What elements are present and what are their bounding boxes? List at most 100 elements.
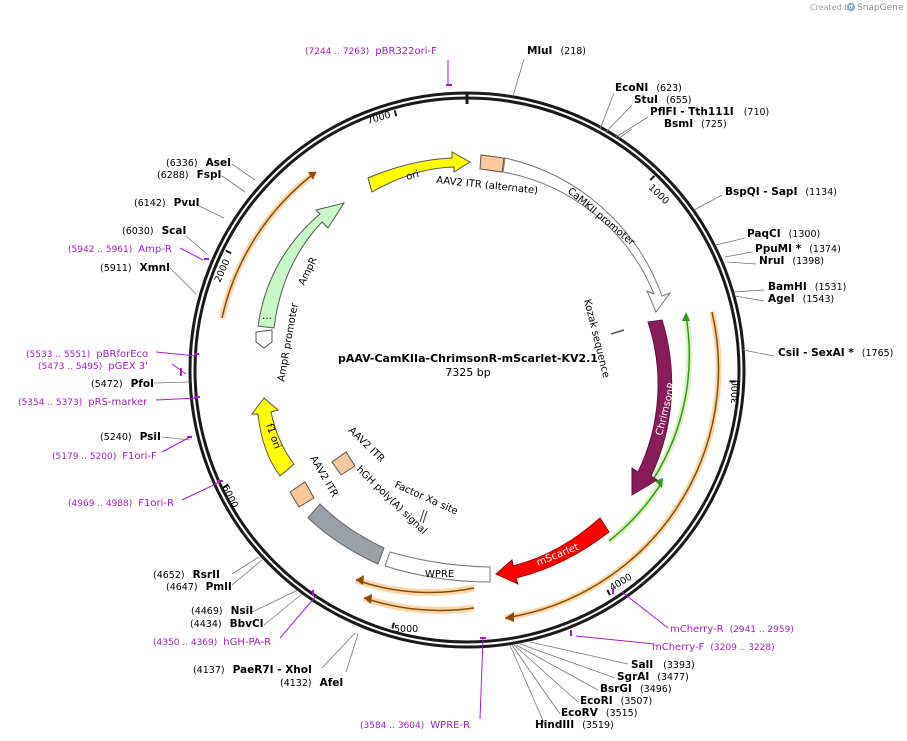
feature-ori[interactable] bbox=[367, 151, 471, 193]
site-psii[interactable]: (5240)PsiI bbox=[100, 431, 161, 443]
leader-lines bbox=[153, 58, 775, 726]
feature-ampr-label: AmpR bbox=[297, 256, 320, 288]
orf-arc-ampr bbox=[221, 171, 317, 319]
credit-brand: SnapGene bbox=[857, 3, 904, 13]
feature-ampr-ellipsis: … bbox=[262, 311, 272, 322]
snapgene-credit: Created by SnapGene bbox=[810, 3, 904, 13]
tick-5000 bbox=[222, 483, 229, 489]
plasmid-length: 7325 bp bbox=[445, 366, 490, 379]
orf-arc-green-upper-head bbox=[682, 312, 690, 321]
primer-pgex-3[interactable]: (5473 .. 5495)pGEX 3' bbox=[38, 361, 148, 372]
tick-label-2000: 3000 bbox=[730, 380, 741, 404]
orf-arc-inner1-head bbox=[356, 575, 364, 585]
tick-6000 bbox=[225, 249, 232, 255]
site-stui[interactable]: StuI(655) bbox=[634, 94, 692, 106]
orf-arc-green-upper bbox=[653, 315, 691, 479]
tick-label-6000: 2000 bbox=[213, 258, 233, 285]
site-bspqi-sapi[interactable]: BspQI - SapI(1134) bbox=[725, 186, 837, 198]
site-sgrai[interactable]: SgrAI(3477) bbox=[617, 671, 689, 683]
feature-factor-xa-mark-2 bbox=[422, 510, 428, 524]
site-ecorv[interactable]: EcoRV(3515) bbox=[561, 707, 637, 719]
feature-itr-2[interactable] bbox=[289, 481, 315, 508]
feature-chrimsonr[interactable] bbox=[631, 319, 673, 496]
site-ecori[interactable]: EcoRI(3507) bbox=[580, 695, 652, 707]
orf-arc-ampr-head bbox=[308, 172, 316, 180]
tick-4000 bbox=[391, 622, 395, 629]
orf-arc-inner2-head bbox=[364, 594, 372, 604]
site-ppumi[interactable]: PpuMI *(1374) bbox=[755, 243, 841, 255]
feature-kozak-label: Kozak sequence bbox=[581, 298, 611, 379]
site-scai[interactable]: (6030)ScaI bbox=[122, 225, 186, 237]
orf-arc-inner2 bbox=[363, 597, 475, 612]
site-bamhi[interactable]: BamHI(1531) bbox=[768, 281, 846, 293]
feature-itr-1[interactable] bbox=[331, 451, 356, 476]
feature-kozak[interactable] bbox=[610, 329, 625, 335]
orf-arc-large bbox=[504, 311, 720, 619]
site-nsii[interactable]: (4469)NsiI bbox=[191, 605, 253, 617]
site-xmni[interactable]: (5911)XmnI bbox=[100, 262, 170, 274]
site-fspi[interactable]: (6288)FspI bbox=[157, 169, 221, 181]
feature-camkii-promoter[interactable] bbox=[502, 157, 672, 313]
primer-amp-r[interactable]: (5942 .. 5961)Amp-R bbox=[68, 244, 172, 255]
site-labels: MluI(218) EcoNI(623) StuI(655) PflFI - T… bbox=[91, 45, 893, 731]
site-rsrii[interactable]: (4652)RsrII bbox=[153, 569, 220, 581]
feature-ampr[interactable] bbox=[257, 202, 346, 329]
feature-hgh-polya[interactable] bbox=[307, 503, 385, 565]
orf-arc-inner2-glow bbox=[362, 594, 475, 614]
credit-text: Created by bbox=[810, 3, 854, 12]
feature-factor-xa-mark-1 bbox=[419, 509, 425, 523]
site-nrui[interactable]: NruI(1398) bbox=[759, 255, 824, 267]
site-agei[interactable]: AgeI(1543) bbox=[768, 293, 834, 305]
feature-camkii-label: CaMKII promoter bbox=[565, 186, 637, 249]
site-pmli[interactable]: (4647)PmlI bbox=[166, 581, 232, 593]
feature-itr-alternate[interactable] bbox=[479, 154, 505, 173]
site-bsmi[interactable]: BsmI(725) bbox=[664, 118, 727, 130]
site-paer7i-xhoi[interactable]: (4137)PaeR7I - XhoI bbox=[193, 664, 312, 676]
site-afei[interactable]: (4132)AfeI bbox=[280, 677, 343, 689]
site-pvui[interactable]: (6142)PvuI bbox=[134, 197, 200, 209]
feature-f1-ori[interactable] bbox=[251, 397, 295, 477]
primer-wpre-r[interactable]: (3584 .. 3604)WPRE-R bbox=[360, 720, 470, 731]
primer-labels: (7244 .. 7263)pBR322ori-F mCherry-R(2941… bbox=[18, 46, 794, 731]
site-pfoi[interactable]: (5472)PfoI bbox=[91, 378, 154, 390]
primer-pbr322ori-f[interactable]: (7244 .. 7263)pBR322ori-F bbox=[305, 46, 437, 57]
feature-ampr-promoter-label: AmpR promoter bbox=[276, 301, 301, 382]
feature-itr-1-label: AAV2 ITR bbox=[346, 425, 387, 465]
orf-arc-large-head bbox=[505, 612, 514, 622]
snapgene-logo-icon bbox=[847, 3, 855, 11]
feature-itr-alternate-label: AAV2 ITR (alternate) bbox=[436, 175, 539, 197]
feature-wpre[interactable] bbox=[384, 551, 491, 583]
orf-arc-inner1 bbox=[355, 579, 475, 594]
feature-ampr-promoter[interactable] bbox=[255, 329, 273, 349]
site-hindiii[interactable]: HindIII(3519) bbox=[535, 719, 614, 731]
site-asei[interactable]: (6336)AseI bbox=[166, 157, 231, 169]
primer-f1ori-r[interactable]: (4969 .. 4988)F1ori-R bbox=[68, 498, 174, 509]
backbone-outer-strand bbox=[188, 91, 746, 649]
feature-mscarlet[interactable] bbox=[495, 517, 610, 585]
orf-arc-green-lower bbox=[608, 481, 663, 542]
feature-ori-label: ori bbox=[405, 169, 420, 183]
site-pflfi-tth111i[interactable]: PflFI - Tth111I(710) bbox=[650, 106, 769, 118]
primer-lines bbox=[155, 60, 669, 720]
site-bsrgi[interactable]: BsrGI(3496) bbox=[600, 683, 672, 695]
tick-label-4000: 5000 bbox=[394, 624, 418, 635]
primer-marks bbox=[180, 84, 614, 639]
primer-f1ori-f[interactable]: (5179 .. 5200)F1ori-F bbox=[52, 451, 157, 462]
primer-mcherry-r[interactable]: mCherry-R(2941 .. 2959) bbox=[670, 624, 794, 635]
feature-wpre-label: WPRE bbox=[425, 569, 454, 580]
site-bbvci[interactable]: (4434)BbvCI bbox=[190, 618, 264, 630]
primer-mcherry-f[interactable]: mCherry-F(3209 .. 3228) bbox=[652, 642, 775, 653]
orf-arcs bbox=[219, 169, 722, 622]
site-paqci[interactable]: PaqCI(1300) bbox=[747, 228, 820, 240]
site-sali[interactable]: SalI(3393) bbox=[631, 659, 695, 671]
site-csii-sexai[interactable]: CsiI - SexAI *(1765) bbox=[778, 347, 893, 359]
primer-hgh-pa-r[interactable]: (4350 .. 4369)hGH-PA-R bbox=[153, 637, 271, 648]
tick-3000 bbox=[606, 589, 611, 596]
site-econi[interactable]: EcoNI(623) bbox=[615, 82, 682, 94]
backbone bbox=[188, 91, 746, 649]
primer-pbrforeco[interactable]: (5533 .. 5551)pBRforEco bbox=[26, 349, 148, 360]
primer-prs-marker[interactable]: (5354 .. 5373)pRS-marker bbox=[18, 397, 148, 408]
tick-7000 bbox=[393, 110, 398, 117]
site-mlui[interactable]: MluI(218) bbox=[527, 45, 586, 57]
